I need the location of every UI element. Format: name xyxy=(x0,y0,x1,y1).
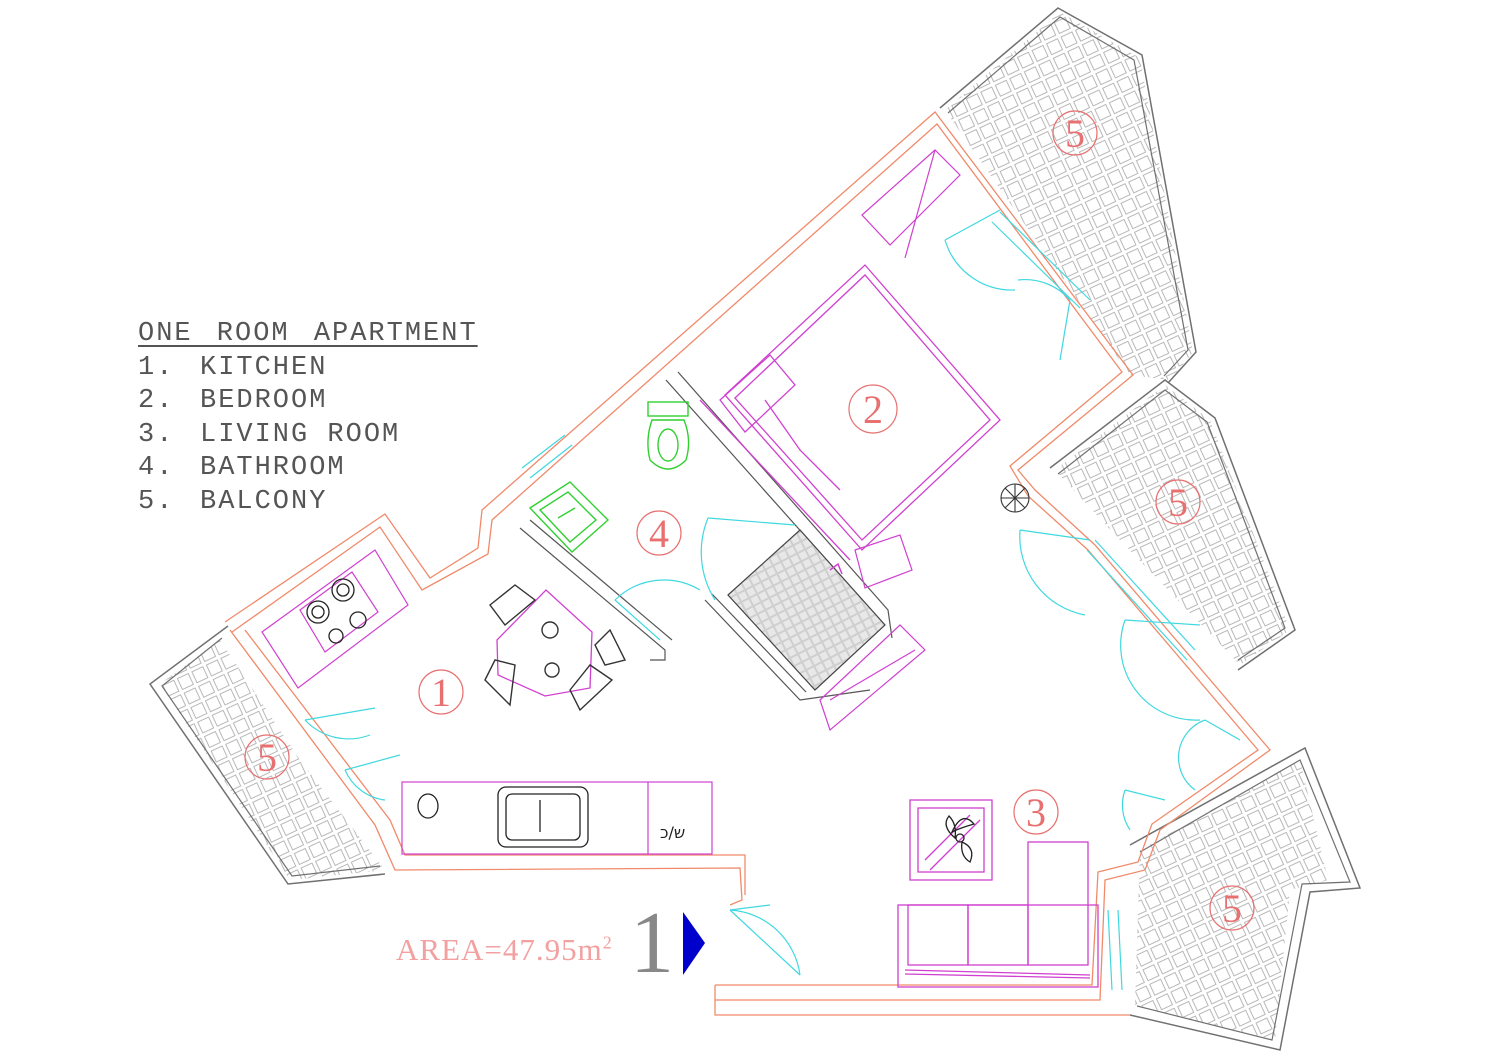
dining-table xyxy=(496,589,593,697)
legend: ONE ROOM APARTMENT 1.KITCHEN 2.BEDROOM 3… xyxy=(138,318,478,519)
windows xyxy=(521,211,1196,991)
legend-title: ONE ROOM APARTMENT xyxy=(138,319,478,349)
legend-item-bathroom: 4.BATHROOM xyxy=(138,453,346,483)
room-tag-bedroom: 2 xyxy=(848,384,898,434)
balcony-top xyxy=(939,7,1197,384)
balcony-right xyxy=(1049,379,1296,671)
sofa xyxy=(897,841,1099,988)
svg-text:5: 5 xyxy=(257,735,277,780)
room-tag-balcony-bottom: 5 xyxy=(1209,885,1255,931)
svg-text:ש/כ: ש/כ xyxy=(660,823,685,842)
cooktop xyxy=(306,578,367,644)
coffee-table xyxy=(909,799,993,881)
legend-item-kitchen: 1.KITCHEN xyxy=(138,352,328,383)
legend-item-bedroom: 2.BEDROOM xyxy=(138,386,328,416)
toilet xyxy=(647,401,690,470)
balcony-bottom xyxy=(1129,746,1362,1051)
balcony-left xyxy=(148,625,386,885)
doors xyxy=(304,209,1241,976)
plant-pot-icon xyxy=(945,815,976,863)
bathroom-cabinet xyxy=(819,534,926,732)
svg-text:5: 5 xyxy=(1065,111,1085,156)
kitchen-counter-bottom xyxy=(401,781,713,855)
room-tag-balcony-top: 5 xyxy=(1052,110,1098,156)
svg-text:2: 2 xyxy=(863,387,883,432)
room-tag-kitchen: 1 xyxy=(418,669,464,715)
sink: ש/כ xyxy=(417,786,685,848)
svg-text:5: 5 xyxy=(1222,886,1242,931)
svg-text:3: 3 xyxy=(1026,790,1046,835)
room-tag-balcony-left: 5 xyxy=(244,734,290,780)
svg-text:5: 5 xyxy=(1168,480,1188,525)
shower xyxy=(727,529,886,691)
dining-chairs xyxy=(484,584,627,712)
kitchen-counter-top xyxy=(261,549,409,689)
svg-text:4: 4 xyxy=(649,511,669,556)
sheet-number: 1 xyxy=(630,895,674,992)
bed xyxy=(699,264,1001,561)
exterior-walls xyxy=(224,111,1271,1016)
room-tag-balcony-right: 5 xyxy=(1155,479,1201,525)
svg-text:1: 1 xyxy=(431,670,451,715)
plant-icon xyxy=(1000,483,1030,513)
wardrobe xyxy=(861,149,961,259)
room-tag-bathroom: 4 xyxy=(636,510,682,556)
legend-item-balcony: 5.BALCONY xyxy=(138,486,328,517)
legend-item-living-room: 3.LIVING ROOM xyxy=(138,419,401,450)
room-tag-living: 3 xyxy=(1013,789,1059,835)
entrance-arrow-icon xyxy=(683,912,705,975)
area-label: AREA=47.95m2 xyxy=(396,932,613,967)
bathroom-sink xyxy=(528,481,610,553)
